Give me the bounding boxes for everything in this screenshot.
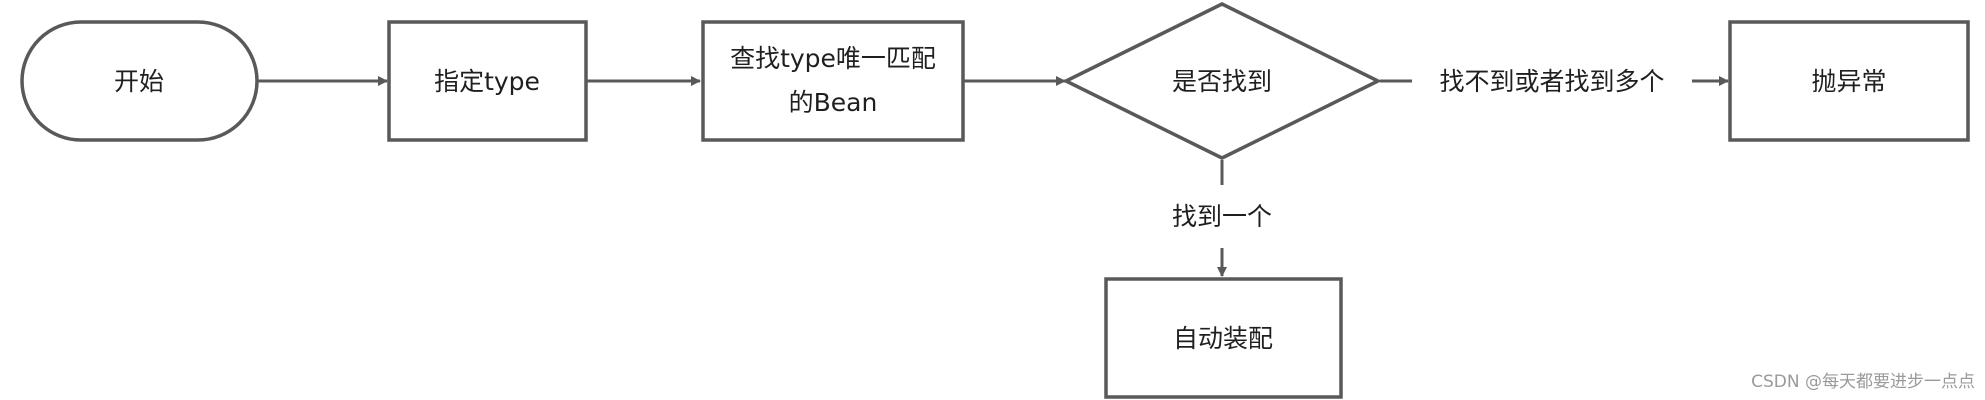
- specify-type-label: 指定type: [434, 67, 540, 96]
- lookup-bean-node: 查找type唯一匹配 的Bean: [701, 20, 965, 142]
- watermark: CSDN @每天都要进步一点点: [1751, 372, 1975, 392]
- decision-label: 是否找到: [1172, 67, 1272, 96]
- edge-label-found-one: 找到一个: [1172, 202, 1272, 231]
- lookup-bean-label-line1: 查找type唯一匹配: [730, 44, 936, 73]
- lookup-bean-label-line2: 的Bean: [789, 88, 878, 117]
- decision-node: 是否找到: [1062, 2, 1382, 160]
- autowire-label: 自动装配: [1173, 324, 1273, 353]
- throw-exception-label: 抛异常: [1811, 67, 1886, 96]
- throw-exception-node: 抛异常: [1728, 20, 1970, 142]
- start-node: 开始: [20, 20, 259, 142]
- start-label: 开始: [114, 67, 164, 96]
- edge-label-not-found: 找不到或者找到多个: [1439, 67, 1664, 96]
- autowire-node: 自动装配: [1104, 277, 1343, 399]
- specify-type-node: 指定type: [387, 20, 588, 142]
